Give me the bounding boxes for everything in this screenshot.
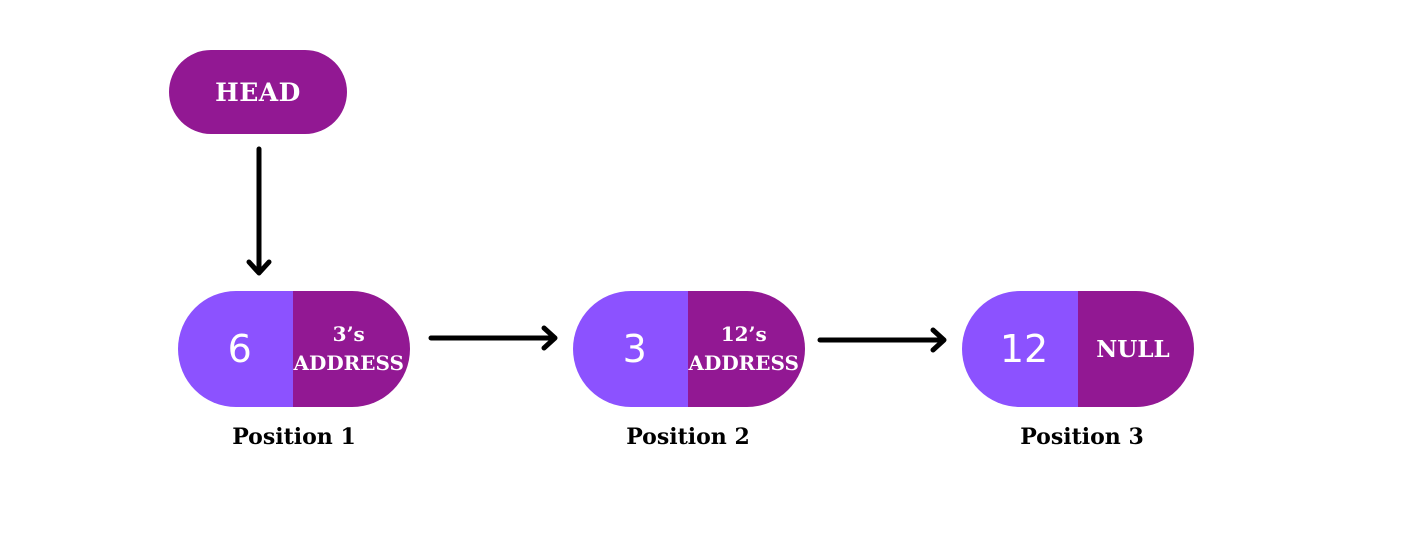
node-2-value: 3 <box>573 291 689 407</box>
node-2-position-label: Position 2 <box>626 424 750 450</box>
node-3-position-label: Position 3 <box>1020 424 1144 450</box>
node-2-pointer-line1: 12’s <box>720 322 767 346</box>
head-to-node1-arrow <box>246 146 272 276</box>
list-node-1: 6 3’s ADDRESS <box>178 291 410 407</box>
node-1-value: 6 <box>178 291 294 407</box>
node-2-pointer-line2: ADDRESS <box>688 351 799 375</box>
node-3-pointer-line1: NULL <box>1096 335 1170 363</box>
head-label: HEAD <box>215 77 301 107</box>
node2-to-node3-arrow <box>817 327 947 353</box>
list-node-3: 12 NULL <box>962 291 1194 407</box>
node1-to-node2-arrow <box>428 325 558 351</box>
node-3-value: 12 <box>962 291 1078 407</box>
head-pointer: HEAD <box>169 50 347 134</box>
node-3-pointer: NULL <box>1078 291 1194 407</box>
node-1-pointer-line1: 3’s <box>332 322 365 346</box>
node-1-position-label: Position 1 <box>232 424 356 450</box>
node-1-pointer: 3’s ADDRESS <box>293 291 410 407</box>
node-2-pointer: 12’s ADDRESS <box>688 291 805 407</box>
list-node-2: 3 12’s ADDRESS <box>573 291 805 407</box>
node-1-pointer-line2: ADDRESS <box>293 351 404 375</box>
